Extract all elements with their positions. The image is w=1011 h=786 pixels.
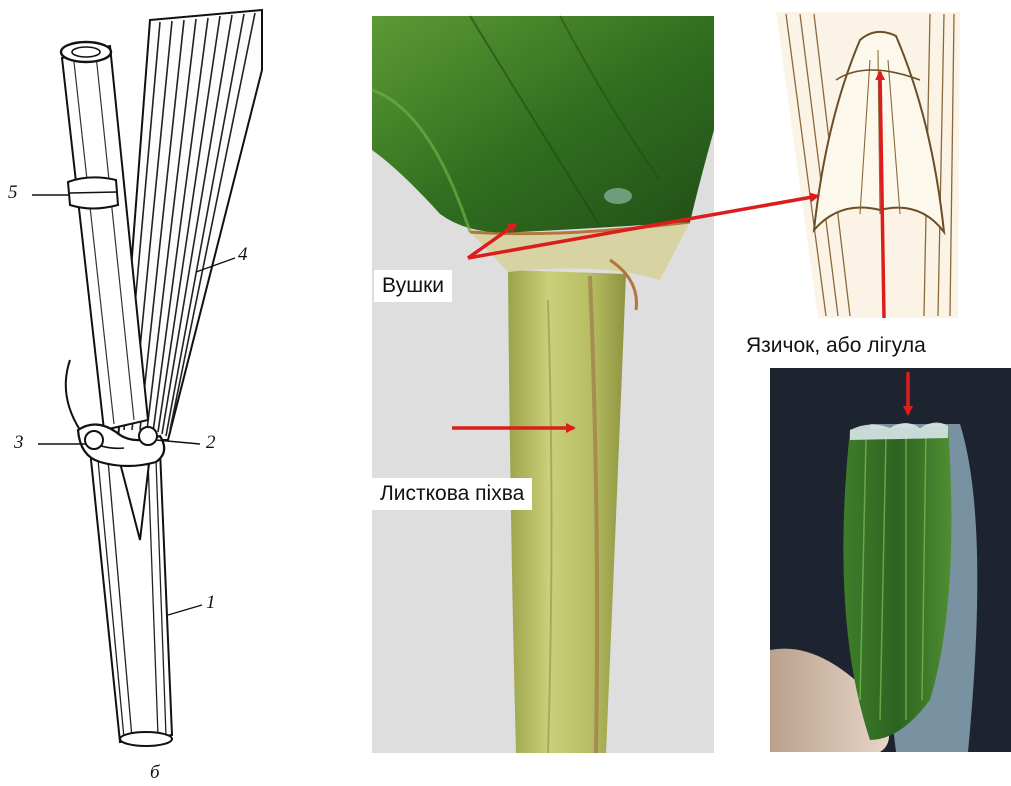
ligule-drawing	[776, 12, 960, 318]
leaf-junction-photo	[372, 16, 714, 753]
label-part-2: 2	[206, 432, 216, 454]
caption-sheath: Листкова піхва	[372, 478, 532, 510]
stem-node-illustration	[32, 10, 262, 746]
caption-ligule: Язичок, або лігула	[742, 330, 930, 362]
caption-auricles: Вушки	[374, 270, 452, 302]
lower-stem-drawing	[90, 450, 172, 746]
label-part-1: 1	[206, 592, 216, 614]
label-part-4: 4	[238, 244, 248, 266]
sheath-photo	[508, 270, 626, 753]
ligule-photo	[770, 368, 1011, 752]
label-panel-letter: б	[150, 762, 160, 784]
label-part-3: 3	[14, 432, 24, 454]
label-part-5: 5	[8, 182, 18, 204]
